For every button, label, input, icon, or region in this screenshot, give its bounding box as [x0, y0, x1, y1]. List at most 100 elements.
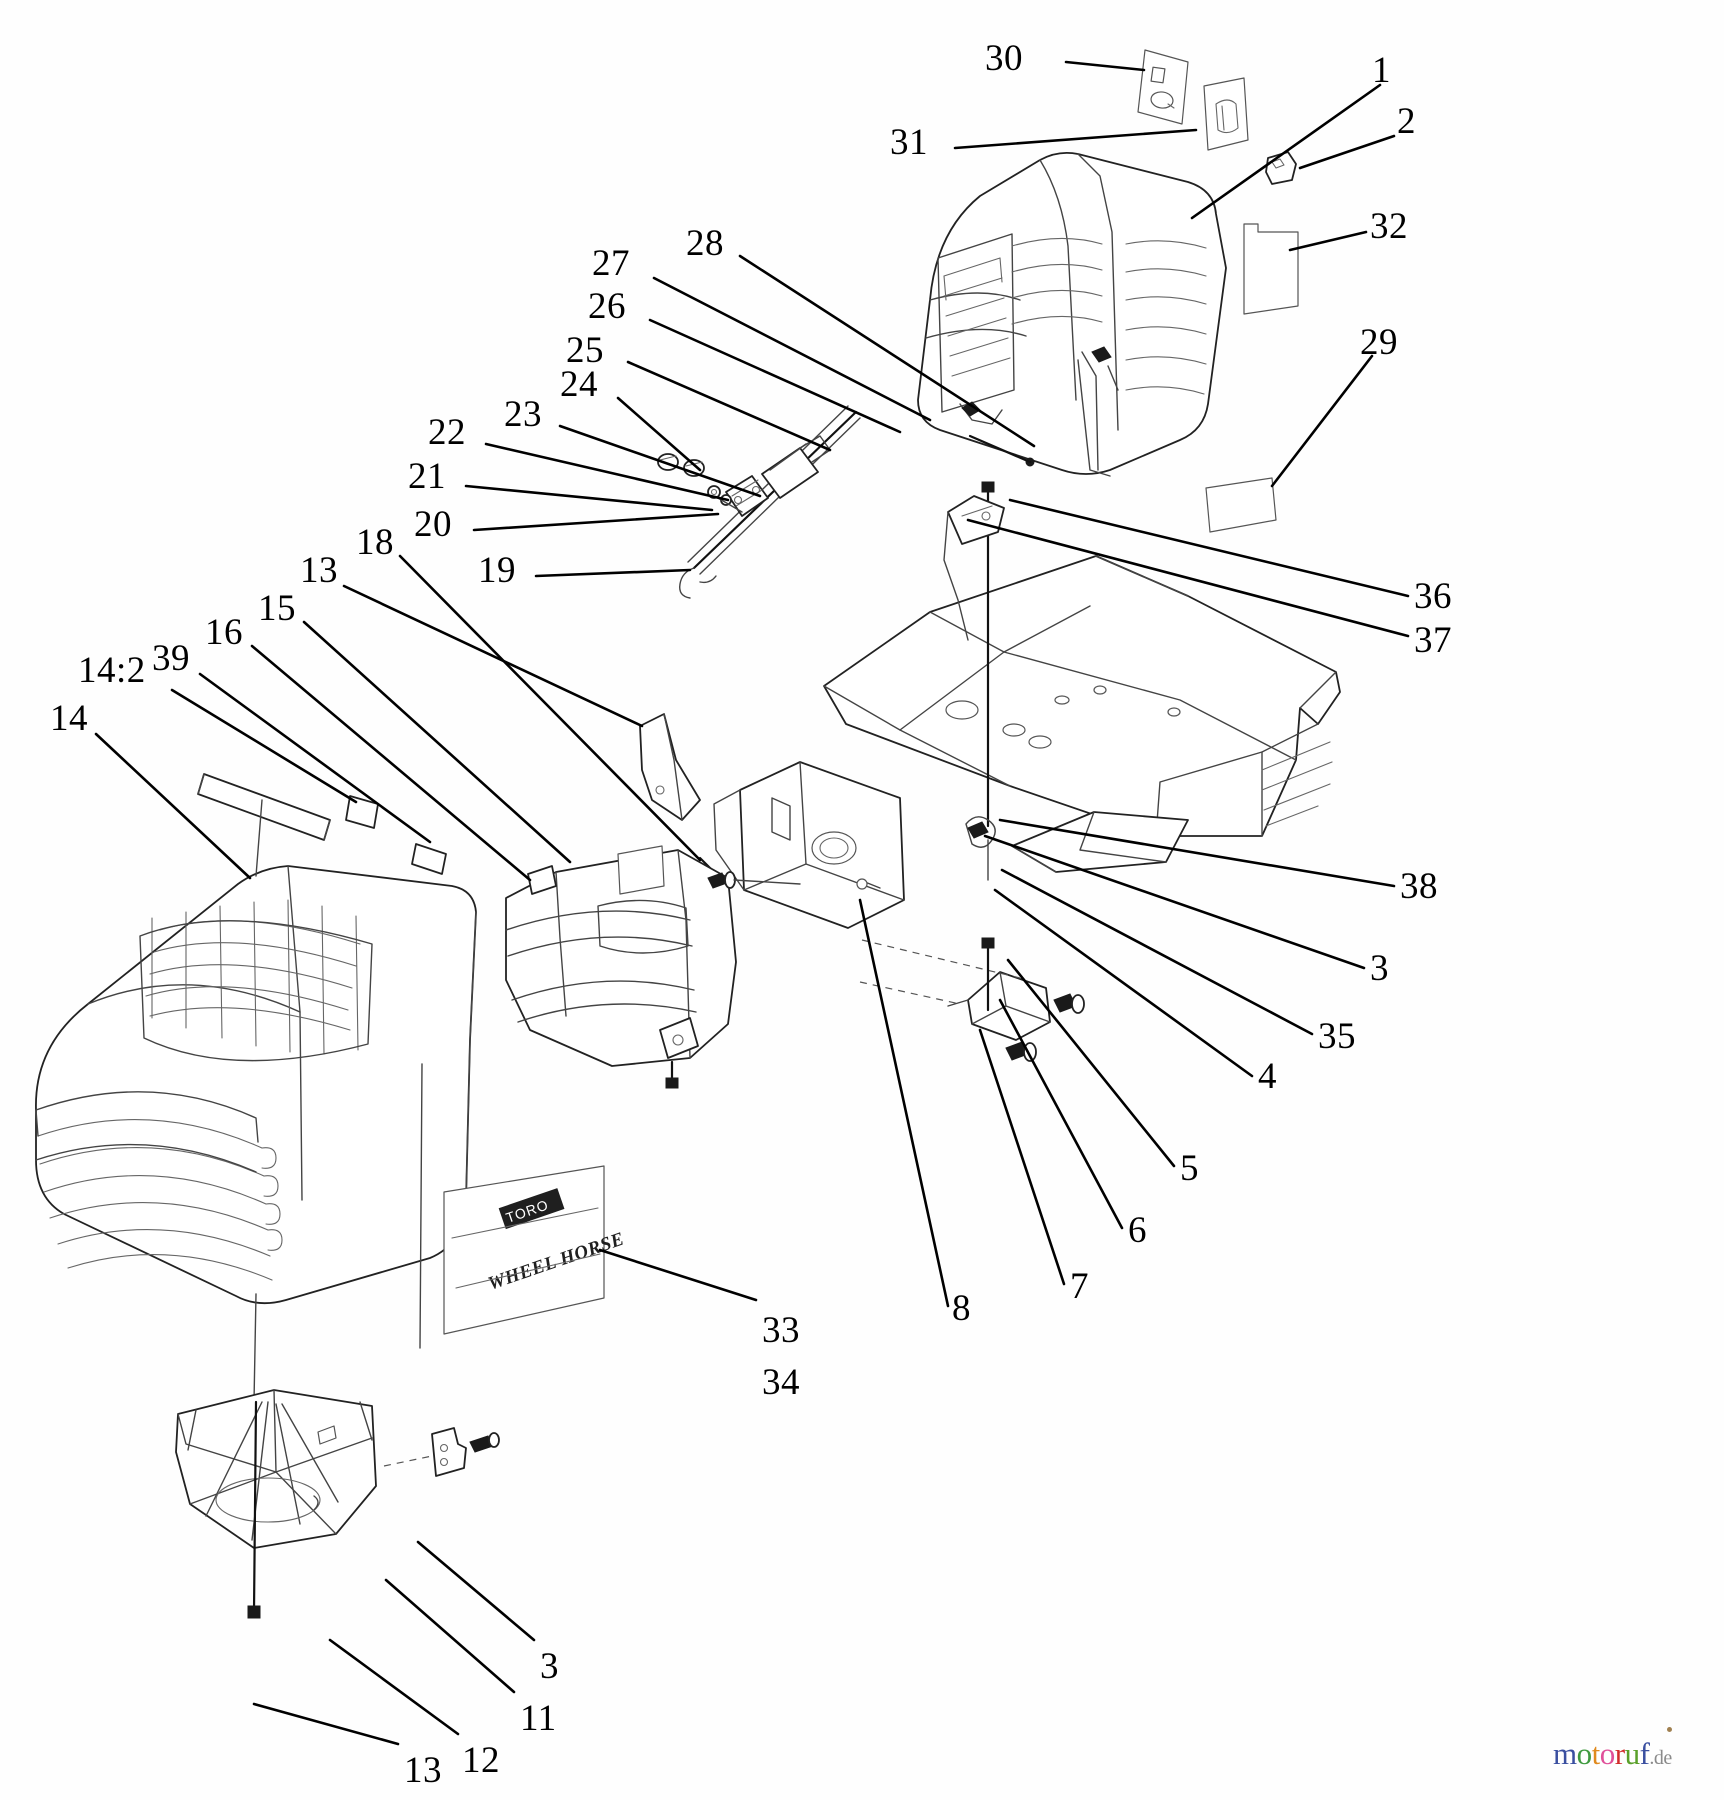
decal-32 [1243, 223, 1299, 315]
watermark-tld: .de [1649, 1747, 1672, 1769]
leader-lines [94, 60, 1410, 1746]
leader-line-18 [398, 554, 702, 862]
leader-line-27 [652, 276, 932, 422]
leader-line-35 [1000, 868, 1314, 1036]
leader-line-25 [626, 360, 832, 452]
leader-line-24 [616, 396, 702, 472]
callout-24: 24 [560, 364, 598, 405]
callout-14-2: 14:2 [78, 650, 146, 691]
callout-33: 33 [762, 1310, 800, 1351]
center-support-bracket [698, 761, 905, 929]
callout-3: 3 [1370, 948, 1389, 989]
leader-line-14-2 [170, 688, 358, 804]
leader-line-13 [342, 584, 644, 728]
leader-line-15 [302, 620, 572, 864]
callout-30: 30 [985, 38, 1023, 79]
leader-line-36 [1008, 498, 1410, 598]
lower-bracket-assembly [859, 937, 1085, 1062]
leader-line-31 [953, 128, 1198, 150]
callout-11: 11 [520, 1698, 557, 1739]
leader-line-19 [534, 568, 692, 578]
callout-4: 4 [1258, 1056, 1277, 1097]
leader-line-12 [328, 1638, 460, 1736]
hood-decal-33-34: TORO WHEEL HORSE [443, 1165, 627, 1335]
leader-line-2 [1298, 134, 1396, 170]
angle-bracket-18 [639, 713, 701, 821]
leader-line-28 [738, 254, 1036, 448]
leader-line-38 [998, 818, 1396, 888]
leader-line-30 [1064, 60, 1146, 72]
callout-1: 1 [1372, 50, 1391, 91]
leader-line-39 [198, 672, 432, 844]
leader-line-26 [648, 318, 902, 434]
leader-line-3 [416, 1540, 536, 1642]
leader-line-20 [472, 512, 720, 532]
callout-39: 39 [152, 638, 190, 679]
callout-13: 13 [404, 1750, 442, 1791]
watermark-letter: u [1624, 1736, 1641, 1771]
callout-5: 5 [1180, 1148, 1199, 1189]
leader-line-14 [94, 732, 252, 880]
callout-26: 26 [588, 286, 626, 327]
headlight-bracket [383, 1427, 500, 1477]
watermark-letter: m [1553, 1736, 1577, 1771]
leader-line-29 [1270, 354, 1374, 488]
callout-32: 32 [1370, 206, 1408, 247]
callout-37: 37 [1414, 620, 1452, 661]
callout-28: 28 [686, 223, 724, 264]
callout-21: 21 [408, 456, 446, 497]
callout-35: 35 [1318, 1016, 1356, 1057]
leader-line-3 [983, 834, 1366, 970]
callout-19: 19 [478, 550, 516, 591]
dash-tower-assembly [917, 151, 1227, 477]
callout-2: 2 [1397, 101, 1416, 142]
hood-assembly [35, 773, 477, 1403]
callout-12: 12 [462, 1740, 500, 1781]
front-grille-panel [505, 845, 801, 1089]
decal-30 [1137, 49, 1189, 125]
leader-line-21 [464, 484, 714, 512]
upper-bracket [943, 495, 1005, 641]
callout-36: 36 [1414, 576, 1452, 617]
watermark-letter: t [1591, 1736, 1601, 1771]
frame-platform [823, 555, 1341, 873]
leader-line-11 [384, 1578, 516, 1694]
callout-8: 8 [952, 1288, 971, 1329]
callout-15: 15 [258, 588, 296, 629]
leader-line-23 [558, 424, 762, 498]
leader-line-4 [993, 888, 1254, 1078]
callout-23: 23 [504, 394, 542, 435]
callout-25: 25 [566, 330, 604, 371]
decal-31 [1203, 77, 1249, 151]
callout-16: 16 [205, 612, 243, 653]
watermark-dot [1667, 1727, 1672, 1732]
motoruf-watermark: motoruf.de [1553, 1736, 1672, 1772]
callout-22: 22 [428, 412, 466, 453]
grille-screen-basket [175, 1389, 377, 1619]
control-rod-assembly [657, 405, 861, 599]
leader-line-7 [978, 1028, 1066, 1286]
decal-29 [1205, 477, 1277, 533]
leader-line-33 [598, 1248, 758, 1302]
watermark-letter: o [1576, 1736, 1593, 1771]
callout-6: 6 [1128, 1210, 1147, 1251]
leader-line-13 [252, 1702, 400, 1746]
watermark-letter: f [1639, 1736, 1650, 1771]
callout-31: 31 [890, 122, 928, 163]
callout-7: 7 [1070, 1266, 1089, 1307]
callout-14: 14 [50, 698, 88, 739]
callout-20: 20 [414, 504, 452, 545]
leader-line-5 [1006, 958, 1176, 1168]
watermark-letter: r [1614, 1736, 1625, 1771]
callout-34: 34 [762, 1362, 800, 1403]
callout-3: 3 [540, 1646, 559, 1687]
leader-line-32 [1288, 230, 1368, 252]
callout-18: 18 [356, 522, 394, 563]
callout-29: 29 [1360, 322, 1398, 363]
callout-38: 38 [1400, 866, 1438, 907]
watermark-letter: o [1599, 1736, 1616, 1771]
callout-13: 13 [300, 550, 338, 591]
leader-line-8 [858, 898, 950, 1308]
